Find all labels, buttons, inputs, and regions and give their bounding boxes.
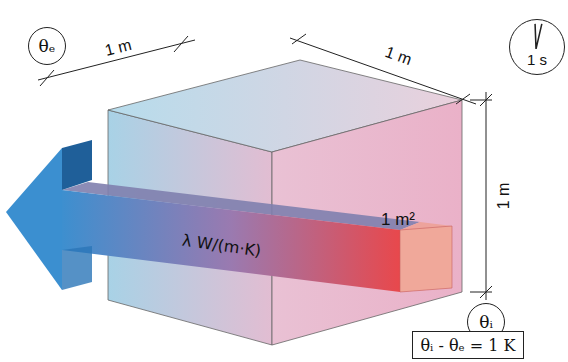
node-text: θᵢ - θₑ = 1 K — [420, 336, 515, 355]
formula-box: θᵢ - θₑ = 1 K — [412, 331, 524, 359]
area-label: 1 m² — [381, 210, 415, 230]
dimension-label: 1 m — [495, 183, 513, 210]
clock-symbol: 1 s — [509, 19, 565, 75]
node-text: 1 s — [527, 51, 547, 68]
node-text: θₑ — [39, 36, 56, 56]
node-text: θᵢ — [479, 312, 493, 332]
dimension-label: 1 m — [382, 43, 413, 69]
temperature-circle: θₑ — [28, 27, 66, 65]
dimension-label: 1 m — [103, 36, 133, 60]
